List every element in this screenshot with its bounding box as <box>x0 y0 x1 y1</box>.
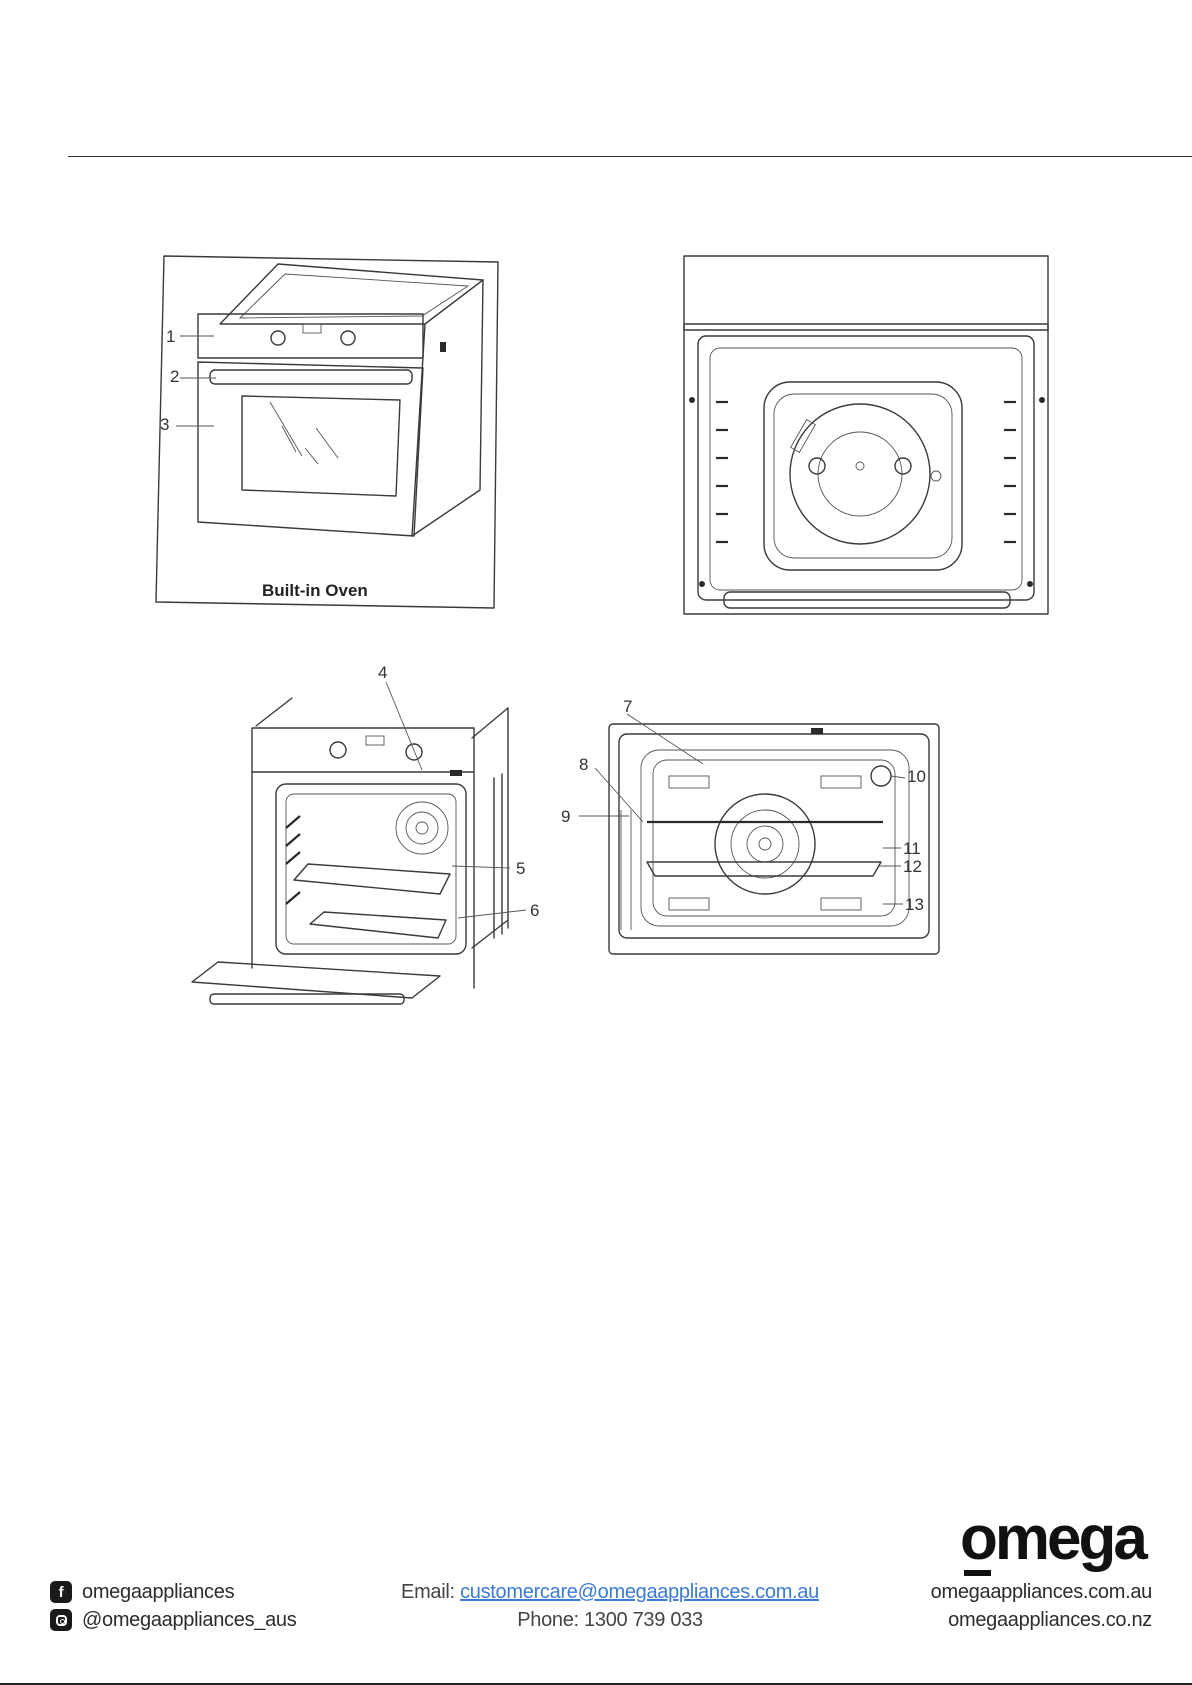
callout-11: 11 <box>903 839 921 858</box>
omega-logo: omega <box>960 1508 1145 1570</box>
callout-1: 1 <box>166 327 175 346</box>
website-nz[interactable]: omegaappliances.co.nz <box>931 1606 1152 1634</box>
door-window <box>242 396 400 496</box>
callout-12: 12 <box>903 857 922 876</box>
oven-door <box>198 362 423 536</box>
callout-2: 2 <box>170 367 179 386</box>
tray <box>647 862 881 876</box>
instagram-icon <box>50 1609 72 1631</box>
website-links: omegaappliances.com.au omegaappliances.c… <box>931 1578 1152 1634</box>
email-link[interactable]: customercare@omegaappliances.com.au <box>460 1581 819 1603</box>
callout-5: 5 <box>516 859 525 878</box>
instagram-handle: @omegaappliances_aus <box>82 1609 296 1632</box>
oven-front-view-figure <box>680 252 1055 617</box>
control-panel <box>198 314 423 358</box>
contact-info: Email: customercare@omegaappliances.com.… <box>380 1578 840 1634</box>
phone-line: Phone: 1300 739 033 <box>380 1606 840 1634</box>
side-rails-right <box>1004 402 1016 542</box>
bottom-tray <box>310 912 446 938</box>
callout-13: 13 <box>905 895 924 914</box>
fan-cover <box>715 794 815 894</box>
figure-frame <box>156 256 498 608</box>
outer-frame <box>609 724 939 954</box>
website-au[interactable]: omegaappliances.com.au <box>931 1578 1152 1606</box>
oven-door-open <box>192 962 440 998</box>
side-rails-left <box>716 402 728 542</box>
knob-right <box>341 331 355 345</box>
knob-left <box>271 331 285 345</box>
oven-top <box>220 264 483 324</box>
oven-light <box>871 766 891 786</box>
callout-7: 7 <box>623 697 632 716</box>
control-panel <box>252 728 474 772</box>
callout-4: 4 <box>378 663 387 682</box>
door-handle <box>210 370 412 384</box>
callout-9: 9 <box>561 807 570 826</box>
top-rule <box>68 156 1192 157</box>
instagram-link[interactable]: @omegaappliances_aus <box>50 1606 296 1634</box>
callout-3: 3 <box>160 415 169 434</box>
baking-tray <box>294 864 450 894</box>
oven-cavity-figure: 7 8 9 10 11 12 13 <box>585 698 985 968</box>
callout-10: 10 <box>907 767 926 786</box>
facebook-handle: omegaappliances <box>82 1581 234 1604</box>
open-oven-figure: 4 5 6 <box>190 688 580 1030</box>
email-line: Email: customercare@omegaappliances.com.… <box>380 1578 840 1606</box>
facebook-link[interactable]: f omegaappliances <box>50 1578 296 1606</box>
callout-8: 8 <box>579 755 588 774</box>
callout-6: 6 <box>530 901 539 920</box>
social-links: f omegaappliances @omegaappliances_aus <box>50 1578 296 1634</box>
figure-caption: Built-in Oven <box>262 581 368 600</box>
fan-cover <box>790 404 930 544</box>
built-in-oven-figure: 1 2 3 Built-in Oven <box>150 252 505 612</box>
facebook-icon: f <box>50 1581 72 1603</box>
display <box>303 324 321 333</box>
fascia <box>684 256 1048 330</box>
email-label: Email: <box>401 1581 455 1603</box>
back-panel <box>764 382 962 570</box>
